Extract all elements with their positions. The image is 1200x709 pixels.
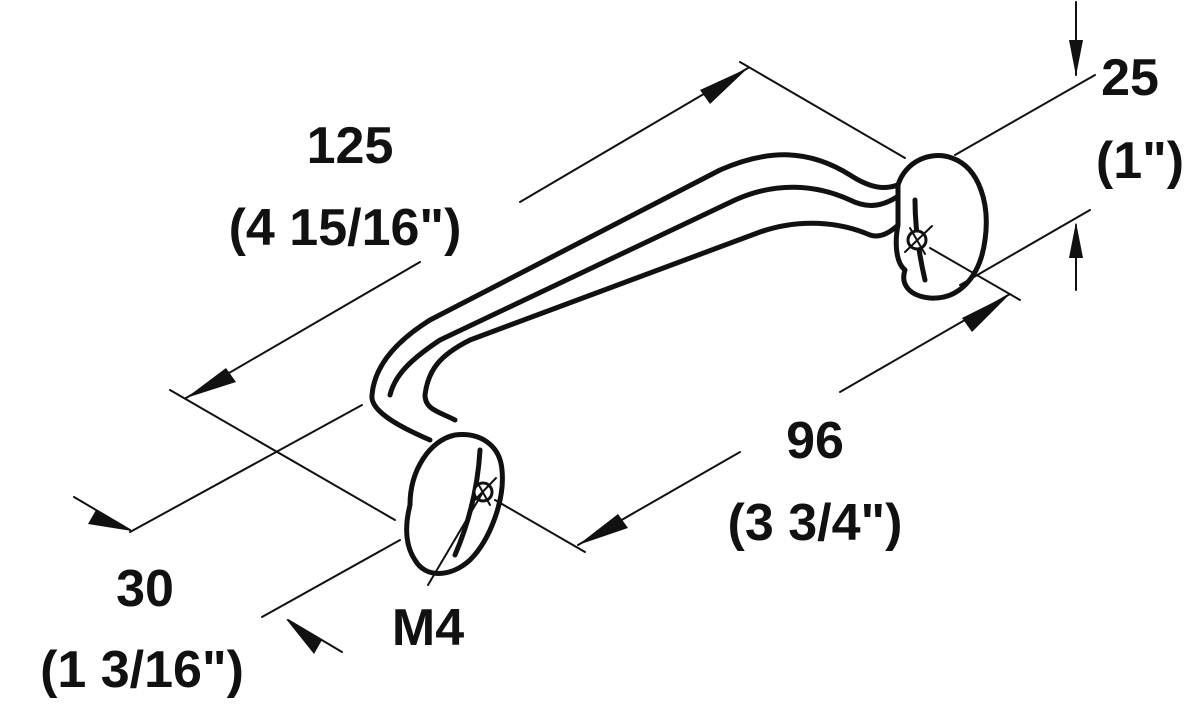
arrowhead-upper — [88, 510, 132, 531]
height-imperial: (1") — [1096, 132, 1184, 190]
arrowhead-lower — [286, 619, 322, 654]
extension-line-top — [954, 74, 1096, 156]
thread-size-label: M4 — [392, 599, 464, 657]
handle-outer-edge — [369, 152, 918, 443]
center-distance-imperial: (3 3/4") — [728, 494, 903, 552]
extension-line-right — [929, 247, 1021, 301]
arrowhead-upper — [962, 294, 1010, 332]
handle-inner-edge — [422, 212, 913, 423]
dimension-overall-length: 125 (4 15/16") — [169, 61, 906, 521]
right-screw-hole — [904, 225, 933, 255]
extension-line-left — [169, 389, 396, 521]
extension-line-upper — [129, 404, 363, 533]
projection-imperial: (1 3/16") — [40, 641, 244, 699]
thread-leader-line — [427, 491, 484, 586]
center-distance-metric: 96 — [786, 412, 844, 470]
arrowhead-lower — [578, 514, 628, 545]
arrowhead-upper — [700, 68, 748, 104]
handle-ridge — [387, 184, 903, 398]
extension-line-lower — [261, 539, 401, 618]
overall-length-metric: 125 — [307, 117, 394, 175]
extension-line-left — [494, 499, 586, 553]
overall-length-imperial: (4 15/16") — [229, 199, 462, 257]
thread-callout: M4 — [392, 491, 484, 657]
height-metric: 25 — [1101, 49, 1159, 107]
projection-metric: 30 — [116, 560, 174, 618]
arrowhead-bottom — [1069, 222, 1083, 258]
dimension-projection: 30 (1 3/16") — [40, 404, 401, 699]
arrowhead-lower — [186, 368, 236, 398]
arrowhead-top — [1069, 40, 1083, 76]
dimension-center-to-center: 96 (3 3/4") — [494, 247, 1021, 553]
dimension-height: 25 (1") — [954, 1, 1184, 291]
extension-line-right — [739, 61, 906, 159]
extension-line-bottom — [959, 209, 1091, 286]
